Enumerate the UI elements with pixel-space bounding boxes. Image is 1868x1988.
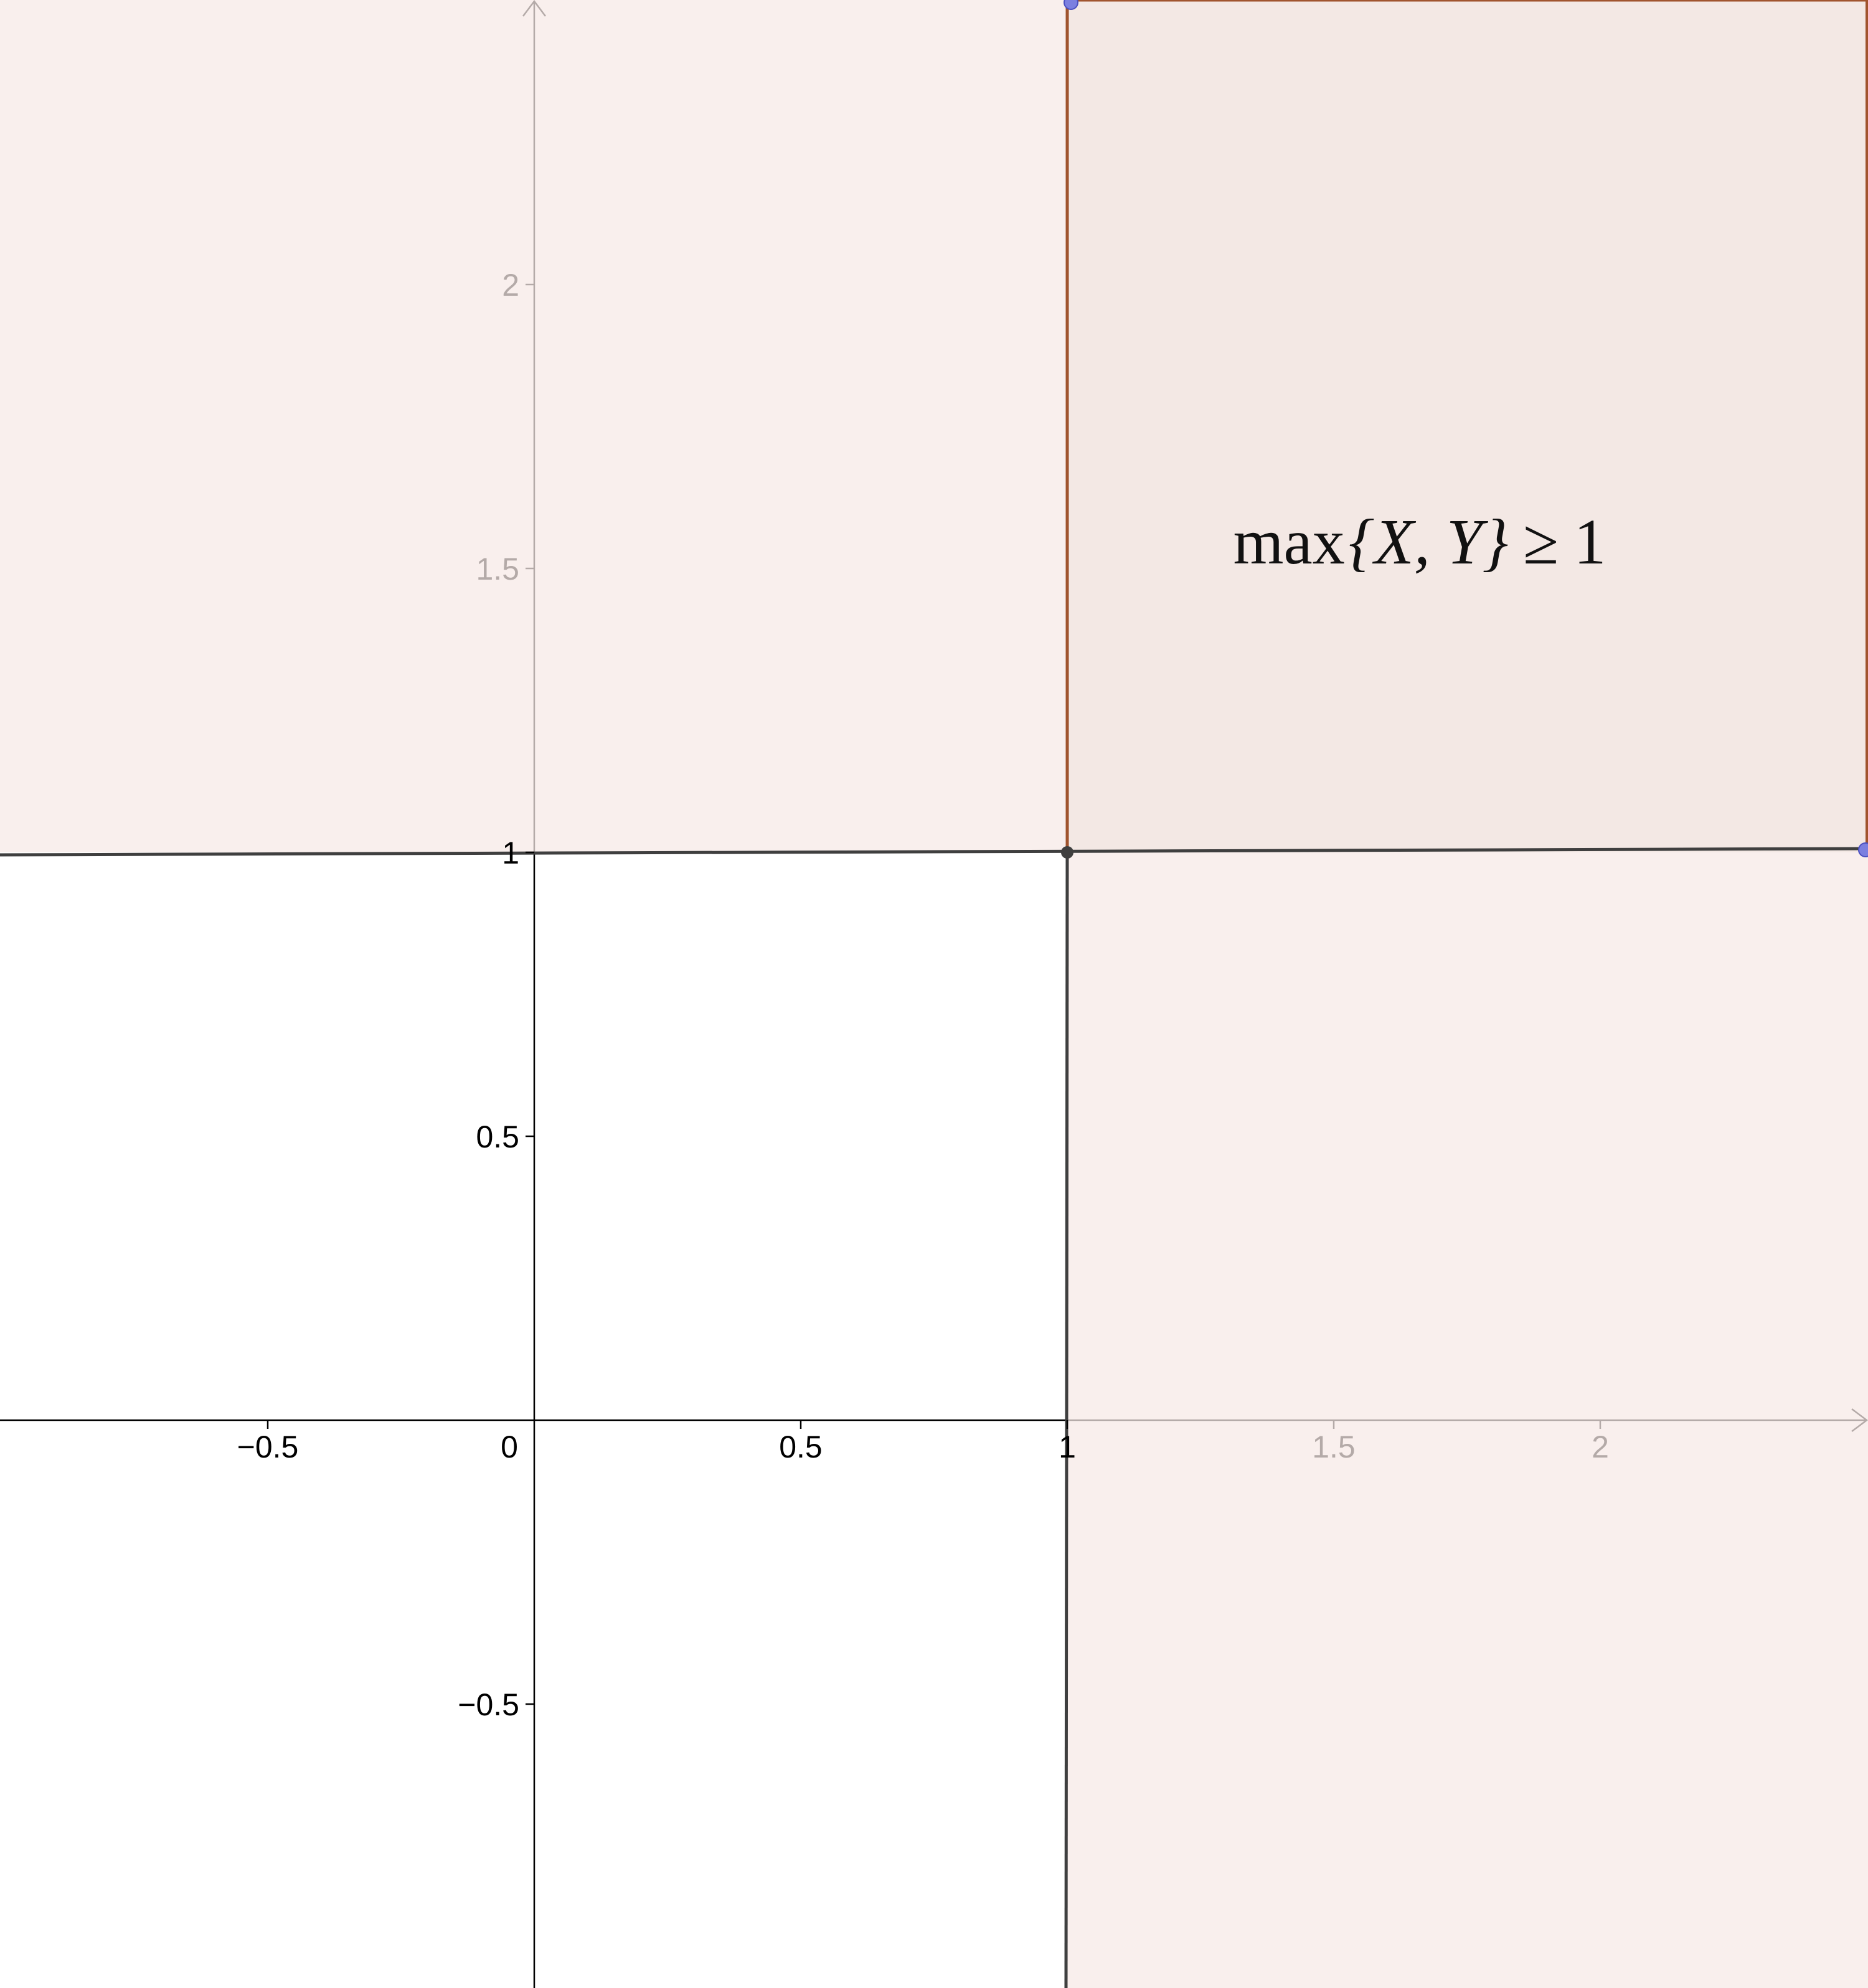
y-tick-label: 1 — [502, 836, 519, 870]
boundary-line-y-1 — [0, 847, 1868, 857]
x-tick-label: 1 — [1059, 1430, 1076, 1464]
y-tick-label: 0.5 — [476, 1119, 519, 1154]
region-label: max{X, Y}≥1 — [1234, 506, 1606, 578]
y-tick-label: −0.5 — [458, 1687, 519, 1722]
y-tick-labels: −0.5 0.5 1 1.5 2 — [458, 268, 534, 1722]
y-axis-arrow-icon — [522, 0, 546, 17]
region-label-set: {X, Y} — [1349, 506, 1509, 578]
y-tick-label: 1.5 — [476, 552, 519, 587]
x-tick-label: 2 — [1592, 1430, 1609, 1464]
y-axis — [522, 0, 546, 1988]
y-tick-label: 2 — [502, 268, 519, 303]
square-bottom-right-point[interactable] — [1858, 842, 1868, 857]
x-tick-label: 0 — [501, 1430, 518, 1464]
x-axis-arrow-icon — [1851, 1408, 1868, 1432]
square-top-left-point[interactable] — [1064, 0, 1078, 10]
x-tick-label: 1.5 — [1312, 1430, 1356, 1464]
region-label-max: max — [1234, 506, 1345, 578]
corner-point-1-1[interactable] — [1061, 846, 1073, 859]
region-label-relation: ≥ — [1523, 506, 1559, 578]
overlap-square — [1067, 0, 1867, 852]
x-tick-label: −0.5 — [237, 1430, 299, 1464]
region-label-rhs: 1 — [1573, 506, 1606, 578]
x-tick-labels: −0.5 0 0.5 1 1.5 2 — [237, 1420, 1609, 1464]
x-tick-label: 0.5 — [779, 1430, 823, 1464]
